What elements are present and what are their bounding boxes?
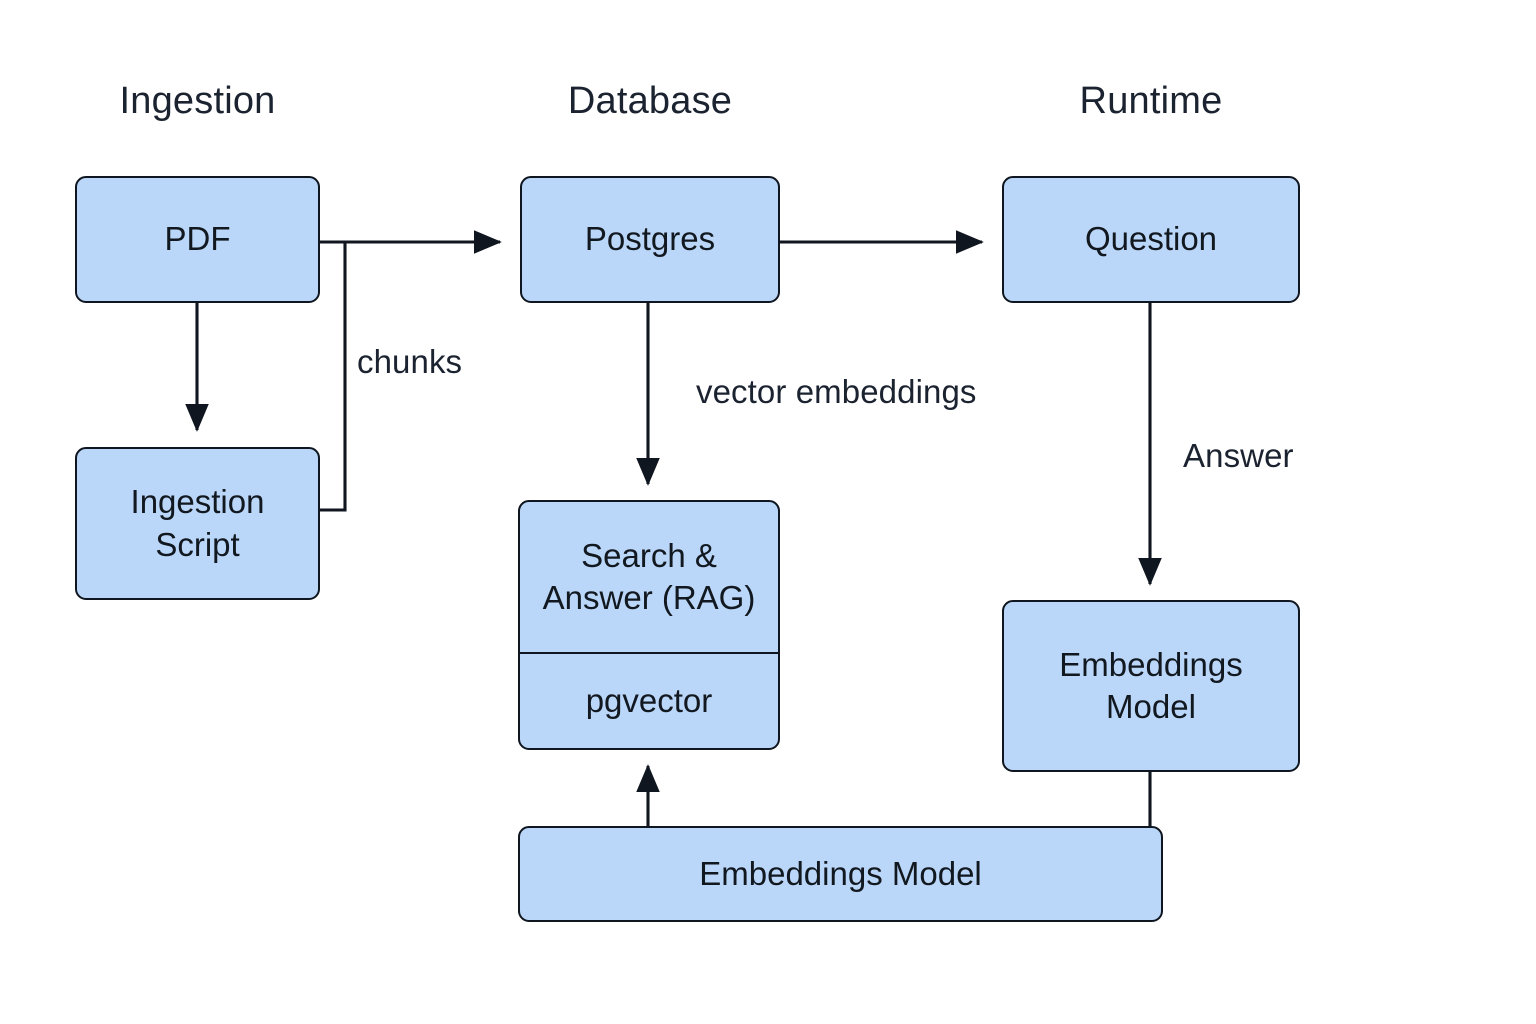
node-embeddings-model-shared[interactable]: Embeddings Model <box>518 826 1163 922</box>
node-ingestion-script[interactable]: Ingestion Script <box>75 447 320 600</box>
node-question-label: Question <box>1084 220 1218 258</box>
edge-label-vector-embeddings: vector embeddings <box>696 373 977 410</box>
node-postgres-label: Postgres <box>584 220 716 258</box>
node-pgvector-label: pgvector <box>585 681 713 719</box>
edge-label-answer: Answer <box>1183 437 1294 474</box>
node-postgres[interactable]: Postgres <box>520 176 780 303</box>
edge-ingestion-script-chunks <box>320 242 347 512</box>
node-search-answer-rag[interactable]: Search & Answer (RAG) pgvector <box>518 500 780 750</box>
node-embeddings-model-runtime[interactable]: Embeddings Model <box>1002 600 1300 772</box>
node-pdf-label: PDF <box>164 220 231 258</box>
column-header-runtime: Runtime <box>1079 80 1223 122</box>
node-search-answer-rag-label: Search & Answer (RAG) <box>520 502 778 654</box>
node-pdf[interactable]: PDF <box>75 176 320 303</box>
edge-label-chunks: chunks <box>357 343 463 380</box>
node-question[interactable]: Question <box>1002 176 1300 303</box>
node-ingestion-script-label: Ingestion Script <box>130 483 265 563</box>
node-embeddings-model-runtime-label: Embeddings Model <box>1059 645 1243 725</box>
column-header-database: Database <box>567 80 733 122</box>
column-header-ingestion: Ingestion <box>119 80 276 122</box>
node-embeddings-model-shared-label: Embeddings Model <box>699 854 982 892</box>
